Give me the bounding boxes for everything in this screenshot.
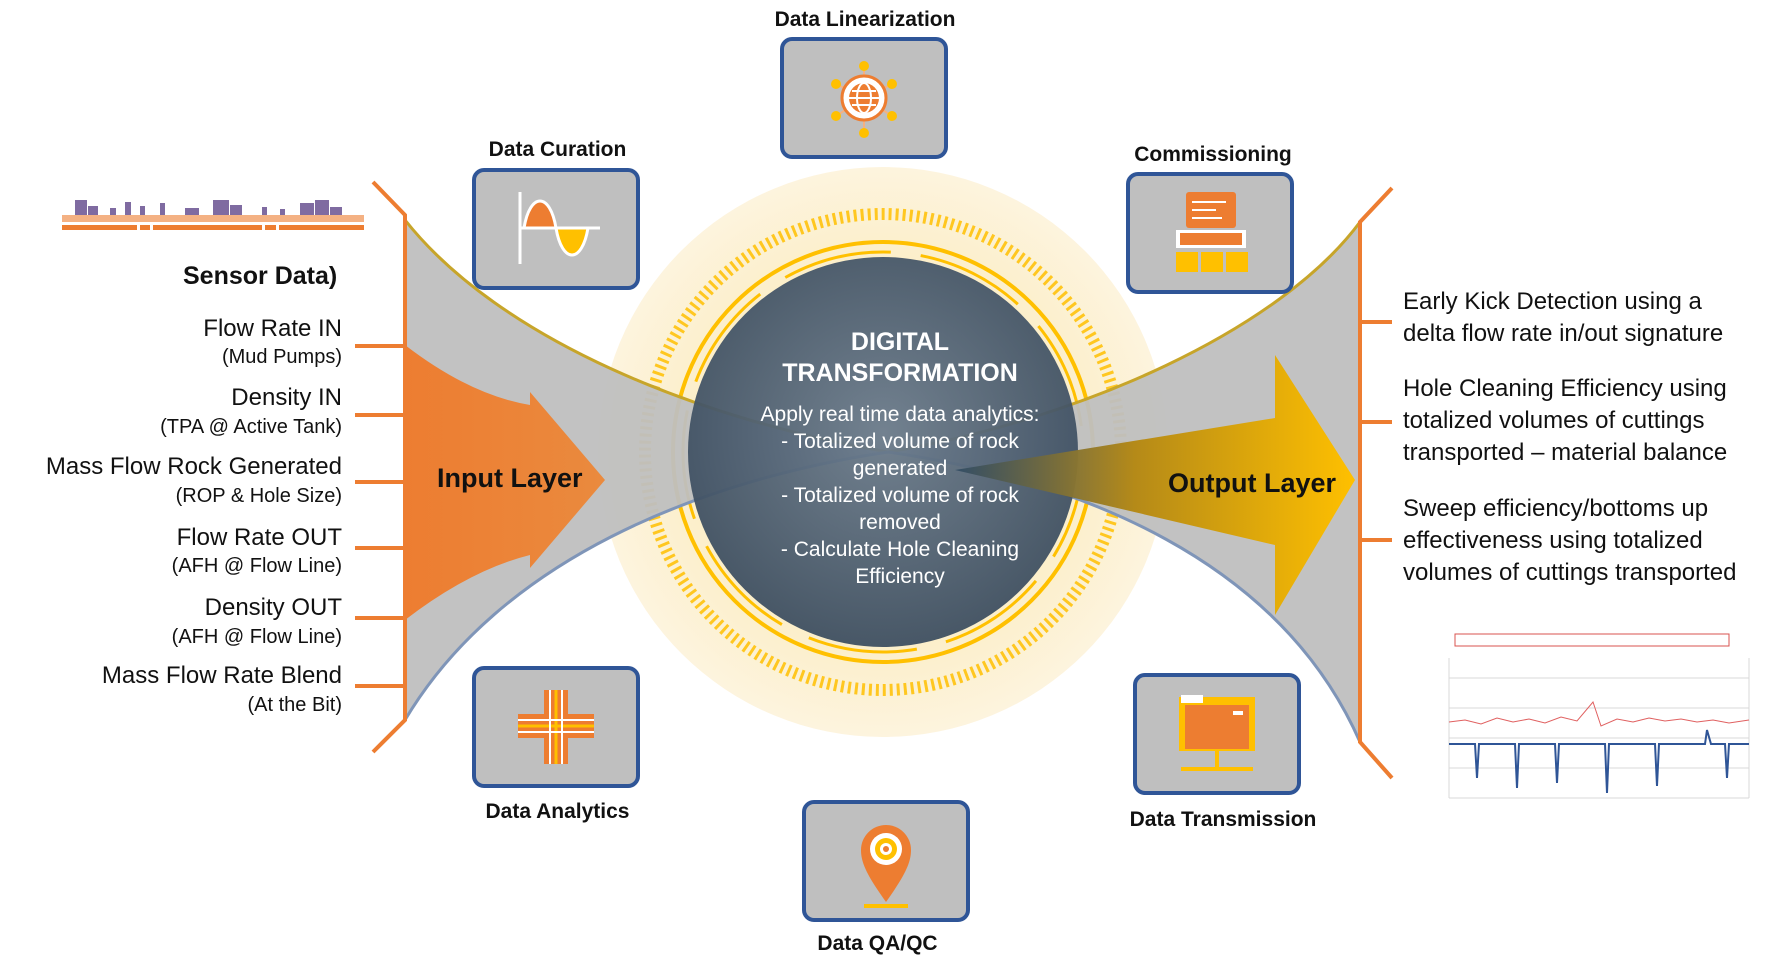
sensor-mass-flow-rock-source: (ROP & Hole Size) <box>175 485 342 507</box>
folder-network-icon <box>1179 695 1255 771</box>
output-layer-label: Output Layer <box>1168 468 1337 498</box>
stage-label-analytics: Data Analytics <box>485 800 630 823</box>
center-title-line2: TRANSFORMATION <box>782 359 1018 387</box>
stage-box-analytics <box>472 666 640 788</box>
thumbnail-series-red <box>1448 700 1750 727</box>
outcome-hole-cleaning: Hole Cleaning Efficiency using totalized… <box>1403 373 1727 469</box>
sensor-density-out: Density OUT <box>204 594 342 621</box>
stage-box-linearization <box>780 37 948 159</box>
output-layer-arrow <box>955 355 1355 615</box>
server-rack-icon <box>1176 192 1248 272</box>
outcome-sweep-line2: effectiveness using totalized <box>1403 527 1703 554</box>
input-layer-arrow <box>405 345 605 620</box>
outcome-hole-cleaning-line1: Hole Cleaning Efficiency using <box>1403 375 1727 402</box>
core-circle <box>688 257 1078 647</box>
target-pin-icon <box>861 824 911 908</box>
outcome-sweep-line1: Sweep efficiency/bottoms up <box>1403 495 1709 522</box>
sensor-mass-flow-rock: Mass Flow Rock Generated <box>45 453 342 480</box>
center-item-rock-generated: - Totalized volume of rock generated <box>781 430 1019 480</box>
stage-label-transmission: Data Transmission <box>1129 808 1317 831</box>
sensor-flow-rate-out-source: (AFH @ Flow Line) <box>171 555 342 577</box>
network-globe-icon <box>831 61 897 138</box>
center-title: DIGITAL TRANSFORMATION <box>740 327 1060 389</box>
outcome-early-kick: Early Kick Detection using a delta flow … <box>1403 286 1723 350</box>
waveform-icon <box>518 192 600 264</box>
sensor-flow-rate-out: Flow Rate OUT <box>176 524 342 551</box>
output-bracket <box>1358 186 1394 780</box>
input-bracket <box>371 180 407 754</box>
sensor-flow-rate-in-source: (Mud Pumps) <box>221 346 342 368</box>
stage-box-transmission <box>1133 673 1301 795</box>
output-tick-marks <box>1360 320 1392 542</box>
center-intro: Apply real time data analytics: <box>760 403 1040 426</box>
crossroads-icon <box>518 690 594 764</box>
center-item-hole-cleaning: - Calculate Hole Cleaning Efficiency <box>780 538 1020 588</box>
outcome-hole-cleaning-line3: transported – material balance <box>1403 439 1728 466</box>
sensor-density-out-source: (AFH @ Flow Line) <box>171 626 342 648</box>
sensor-mass-flow-blend: Mass Flow Rate Blend <box>101 662 342 689</box>
input-funnel <box>405 220 888 720</box>
center-title-line1: DIGITAL <box>850 328 950 356</box>
stage-label-linearization: Data Linearization <box>774 8 956 31</box>
outcome-early-kick-line1: Early Kick Detection using a <box>1403 288 1702 315</box>
sensor-signal-icon <box>62 200 364 233</box>
outcome-sweep-efficiency: Sweep efficiency/bottoms up effectivenes… <box>1403 493 1737 589</box>
stage-label-qaqc: Data QA/QC <box>817 932 938 955</box>
sensor-flow-rate-in: Flow Rate IN <box>203 315 342 342</box>
center-item-rock-removed: - Totalized volume of rock removed <box>781 484 1019 534</box>
stage-box-curation <box>472 168 640 290</box>
outcome-hole-cleaning-line2: totalized volumes of cuttings <box>1403 407 1705 434</box>
center-analytics-text: Apply real time data analytics: - Totali… <box>730 401 1070 590</box>
sensor-density-in: Density IN <box>231 384 342 411</box>
dashboard-thumbnail-graphic <box>1448 633 1750 799</box>
stage-box-commissioning <box>1126 172 1294 294</box>
outcome-early-kick-line2: delta flow rate in/out signature <box>1403 320 1724 347</box>
drilling-fluids-dashboard-thumbnail <box>1405 618 1783 816</box>
sensor-density-in-source: (TPA @ Active Tank) <box>160 416 342 438</box>
stage-box-qaqc <box>802 800 970 922</box>
input-tick-marks <box>355 344 405 688</box>
stage-label-commissioning: Commissioning <box>1134 143 1292 166</box>
input-layer-label: Input Layer <box>437 463 583 493</box>
outcome-sweep-line3: volumes of cuttings transported <box>1403 559 1737 586</box>
sensor-mass-flow-blend-source: (At the Bit) <box>247 694 342 716</box>
sensor-data-title: Sensor Data) <box>183 262 338 290</box>
stage-label-curation: Data Curation <box>488 138 627 161</box>
thumbnail-series-blue <box>1449 729 1749 794</box>
